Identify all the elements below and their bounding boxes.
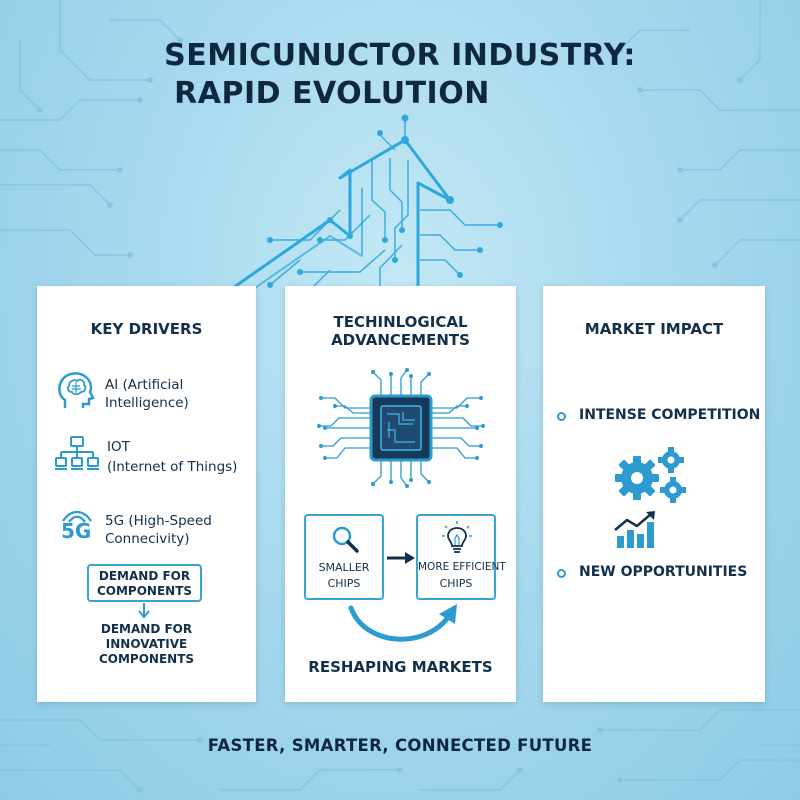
market-impact-title: MARKET IMPACT: [584, 320, 724, 338]
footer-tagline: FASTER, SMARTER, CONNECTED FUTURE: [207, 736, 593, 755]
smaller-chips-line1: SMALLER: [318, 561, 370, 574]
tech-advancements-panel: TECHINLOGICAL ADVANCEMENTS SMALLER CHI: [285, 286, 516, 702]
demand-box-line1: DEMAND FOR: [98, 569, 191, 583]
circuit-arrow-icon: [229, 138, 452, 292]
efficient-chips-line1: MORE EFFICIENT: [418, 561, 506, 573]
demand-innovative-line2: INNOVATIVE: [105, 637, 188, 651]
gears-icon: [615, 447, 686, 503]
bullet-icon: [557, 412, 566, 421]
efficient-chips-line2: CHIPS: [439, 577, 473, 590]
tech-title-line1: TECHINLOGICAL: [333, 313, 468, 331]
lightbulb-icon: [442, 521, 472, 553]
demand-innovative-line3: COMPONENTS: [98, 652, 195, 666]
demand-box-line2: COMPONENTS: [96, 584, 193, 598]
magnifier-icon: [332, 526, 359, 553]
tech-title-line2: ADVANCEMENTS: [331, 331, 470, 349]
key-drivers-title: KEY DRIVERS: [90, 320, 203, 338]
demand-innovative-line1: DEMAND FOR: [100, 622, 193, 636]
5g-icon: 5G: [61, 519, 92, 543]
market-impact-panel: MARKET IMPACT INTENSE COMPETITION: [543, 286, 765, 702]
reshaping-markets-label: RESHAPING MARKETS: [308, 658, 493, 676]
driver-ai-line1: AI (Artificial: [105, 377, 184, 393]
smaller-chips-line2: CHIPS: [327, 577, 361, 590]
bullet-icon: [557, 569, 566, 578]
brain-head-icon: [58, 372, 95, 408]
wifi-signal-icon: [62, 510, 92, 523]
page-title-line1: SEMICUNUCTOR INDUSTRY:: [164, 38, 636, 73]
efficient-chips-box: MORE EFFICIENT CHIPS: [416, 514, 506, 600]
right-arrow-icon: [387, 552, 415, 564]
key-drivers-panel: KEY DRIVERS AI (Artificial Intelligence)…: [37, 286, 256, 702]
intense-competition-label: INTENSE COMPETITION: [579, 407, 761, 423]
driver-iot-line1: IOT: [107, 439, 130, 455]
driver-5g-line2: Connecivity): [105, 531, 190, 547]
down-arrow-icon: [138, 603, 150, 619]
growth-chart-icon: [614, 511, 655, 548]
curved-arrow-icon: [348, 604, 457, 642]
smaller-chips-box: SMALLER CHIPS: [304, 514, 384, 600]
network-icon: [55, 436, 99, 470]
new-opportunities-label: NEW OPPORTUNITIES: [579, 564, 748, 580]
page-title-line2: RAPID EVOLUTION: [174, 76, 490, 111]
demand-components-box: DEMAND FOR COMPONENTS: [87, 564, 202, 602]
driver-iot-line2: (Internet of Things): [107, 459, 238, 475]
driver-5g-line1: 5G (High-Speed: [105, 513, 212, 529]
microchip-icon: [317, 368, 485, 488]
driver-ai-line2: Intelligence): [105, 395, 189, 411]
